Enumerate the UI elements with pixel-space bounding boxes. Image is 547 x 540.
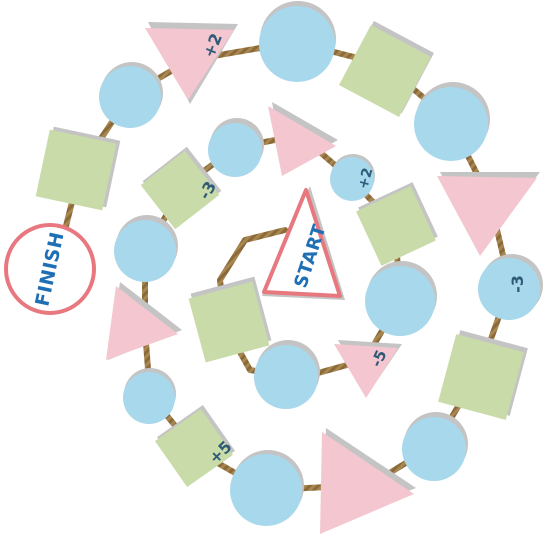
space-circle-outer-right: -3	[478, 254, 543, 320]
space-circle-inner-bottom	[254, 340, 320, 409]
space-circle-middle-top	[208, 118, 264, 177]
space-triangle-middle-top	[268, 102, 338, 176]
space-triangle-outer-top: +2	[145, 22, 238, 104]
space-square-outer-topright	[339, 21, 434, 117]
finish-space: FINISH	[4, 223, 96, 315]
space-circle-outer-bottomright	[402, 412, 468, 481]
space-circle-inner-topright: +2	[330, 154, 376, 201]
label-plus2-inner: +2	[355, 166, 376, 191]
space-circle-outer-right-top	[414, 82, 490, 161]
space-triangle-outer-right	[437, 172, 540, 256]
space-triangle-inner-bottom: -5	[334, 340, 402, 398]
space-circle-inner-right	[365, 261, 437, 336]
space-circle-middle-bottomleft	[123, 368, 176, 424]
space-circle-outer-top	[259, 1, 336, 82]
space-square-outer-left	[35, 126, 121, 211]
space-triangle-middle-left	[106, 282, 182, 360]
space-square-inner-left	[188, 276, 272, 363]
space-circle-middle-left	[114, 215, 178, 282]
space-circle-outer-bottom	[230, 450, 304, 526]
label-minus3-outer: -3	[508, 275, 527, 293]
start-space: START	[262, 186, 345, 300]
space-triangle-outer-bottom	[320, 428, 416, 534]
space-square-outer-lowerright	[438, 330, 528, 420]
space-circle-outer-topleft	[99, 62, 163, 128]
space-square-middle-right	[356, 182, 438, 266]
label-minus5: -5	[367, 347, 390, 370]
